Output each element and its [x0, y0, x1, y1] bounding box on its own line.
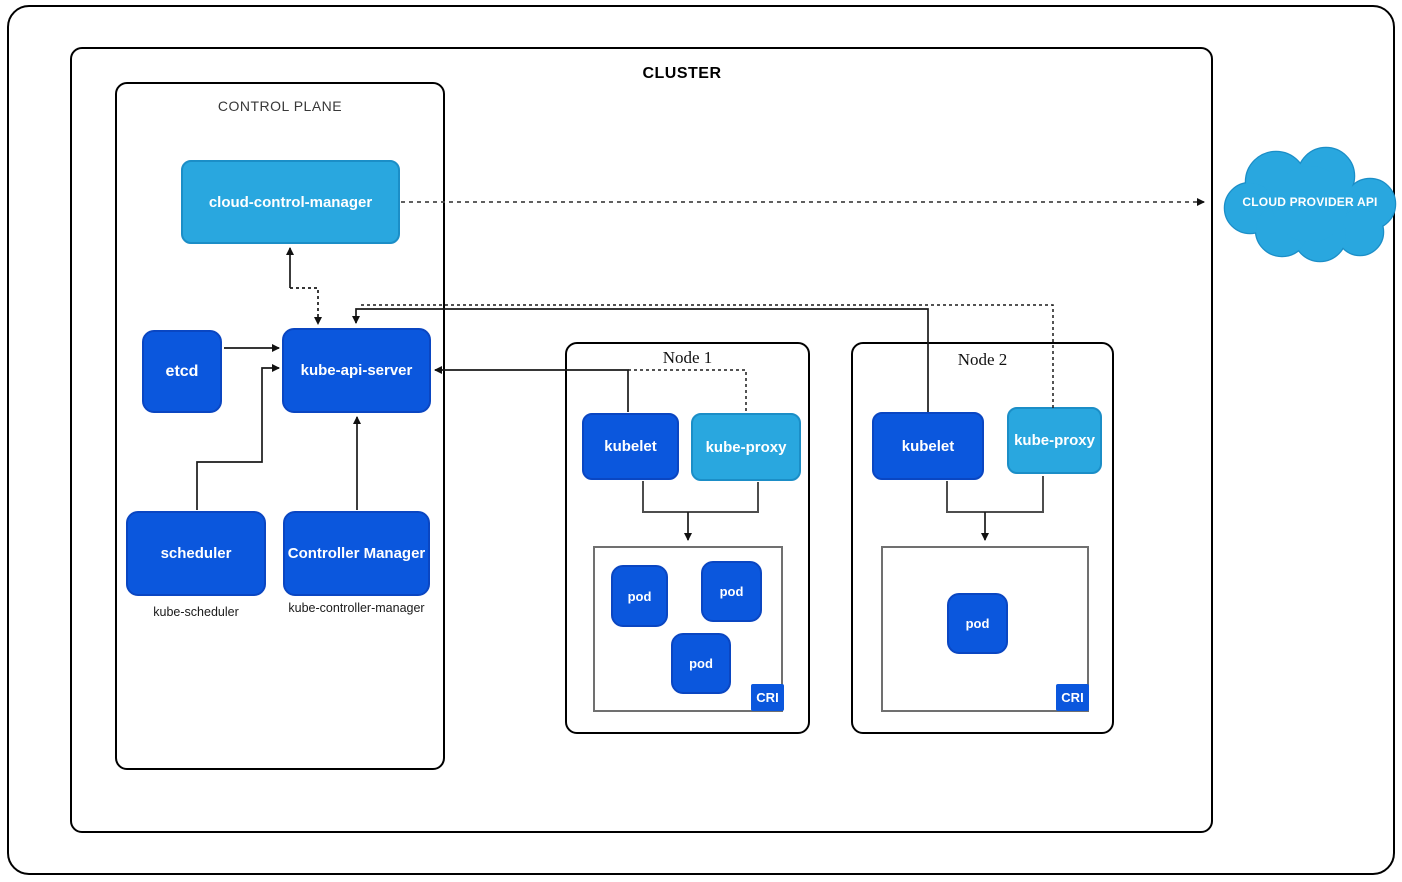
- node2-kubelet-label: kubelet: [901, 437, 955, 455]
- kube-api-server-box: kube-api-server: [282, 328, 431, 413]
- scheduler-box: scheduler: [126, 511, 266, 596]
- node2-pod-1: pod: [947, 593, 1008, 654]
- cluster-box: [70, 47, 1213, 833]
- node1-kubelet-label: kubelet: [604, 438, 657, 455]
- scheduler-label: scheduler: [160, 545, 232, 562]
- node1-pod-1-label: pod: [627, 588, 652, 604]
- cloud-control-manager-box: cloud-control-manager: [181, 160, 400, 244]
- node1-cri-badge: CRI: [751, 684, 784, 711]
- cloud-shape: [1223, 146, 1397, 263]
- node2-kube-proxy-label: kube-proxy: [1014, 432, 1095, 449]
- node1-title: Node 1: [662, 348, 713, 367]
- etcd-label: etcd: [165, 362, 199, 380]
- controller-manager-sublabel: kube-controller-manager: [288, 601, 425, 615]
- etcd-box: etcd: [142, 330, 222, 413]
- node1-kubelet-box: kubelet: [582, 413, 679, 480]
- cluster-title: CLUSTER: [642, 65, 722, 82]
- node2-kube-proxy-box: kube-proxy: [1007, 407, 1102, 474]
- node1-cri-label: CRI: [756, 690, 779, 705]
- node2-pods-container: [881, 546, 1089, 712]
- scheduler-sublabel: kube-scheduler: [153, 605, 239, 619]
- kube-api-server-label: kube-api-server: [300, 362, 413, 379]
- node1-pod-3: pod: [671, 633, 731, 694]
- cloud-provider-api-label: CLOUD PROVIDER API: [1242, 195, 1378, 209]
- node2-title: Node 2: [957, 350, 1008, 369]
- node2-kubelet-box: kubelet: [872, 412, 984, 480]
- node1-pod-1: pod: [611, 565, 668, 627]
- controller-manager-label: Controller Manager: [287, 545, 426, 562]
- control-plane-title: CONTROL PLANE: [217, 98, 343, 114]
- node2-cri-label: CRI: [1061, 690, 1084, 705]
- node2-cri-badge: CRI: [1056, 684, 1089, 711]
- outer-frame: [7, 5, 1395, 875]
- cloud-control-manager-label: cloud-control-manager: [208, 193, 373, 211]
- node1-pods-container: [593, 546, 783, 712]
- node1-pod-2-label: pod: [719, 584, 744, 599]
- node2-pod-1-label: pod: [965, 616, 990, 631]
- node1-kube-proxy-label: kube-proxy: [705, 438, 787, 456]
- controller-manager-box: Controller Manager: [283, 511, 430, 596]
- cloud-provider-api: CLOUD PROVIDER API: [1220, 138, 1400, 266]
- node1-kube-proxy-box: kube-proxy: [691, 413, 801, 481]
- node1-pod-3-label: pod: [689, 656, 713, 671]
- node1-pod-2: pod: [701, 561, 762, 622]
- control-plane-box: [115, 82, 445, 770]
